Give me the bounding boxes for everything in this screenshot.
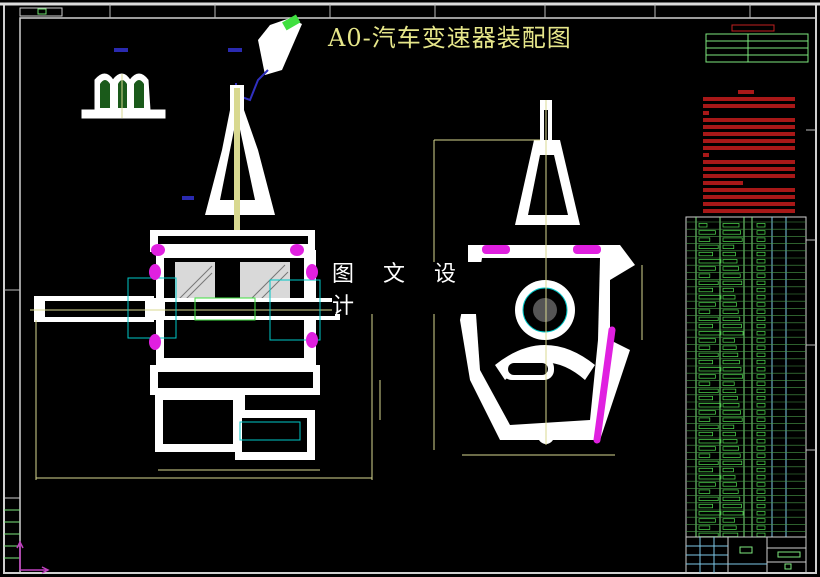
shift-lever-detail [228,14,302,102]
drawing-title: A0-汽车变速器装配图 [328,24,572,52]
shift-fork-detail [81,48,166,119]
side-view [433,100,643,456]
technical-parameters-table [705,24,809,63]
parts-list-rows [686,221,806,537]
watermark-label: 图 文 设 计 [332,262,502,319]
title-block [685,536,807,574]
front-section-view [30,85,381,480]
revision-block [3,497,21,574]
parts-list-table [685,216,807,538]
technical-requirements-text [703,90,795,213]
ucs-axis-icon [16,540,50,574]
